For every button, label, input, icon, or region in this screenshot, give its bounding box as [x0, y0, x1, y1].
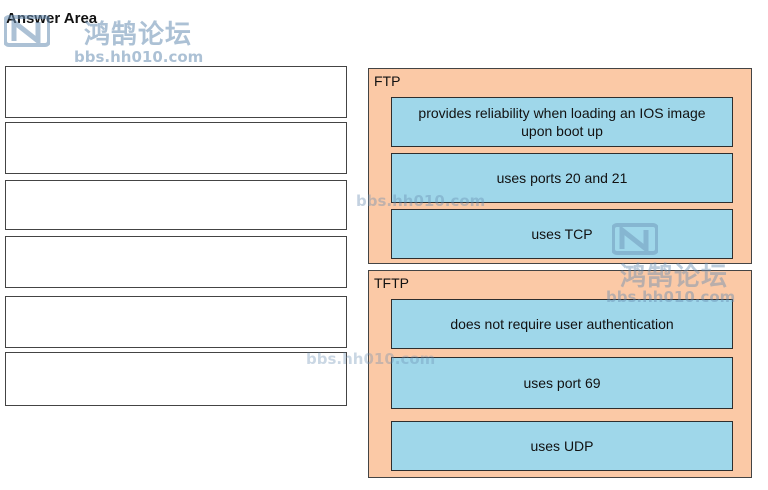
tftp-group: TFTP does not require user authenticatio… — [368, 270, 752, 478]
answer-slot-4[interactable] — [5, 236, 347, 288]
tftp-item-no-auth[interactable]: does not require user authentication — [391, 299, 733, 349]
answer-slot-3[interactable] — [5, 180, 347, 230]
ftp-item-tcp[interactable]: uses TCP — [391, 209, 733, 259]
answer-slot-1[interactable] — [5, 66, 347, 118]
tftp-item-port-69[interactable]: uses port 69 — [391, 357, 733, 409]
ftp-item-ports-20-21[interactable]: uses ports 20 and 21 — [391, 153, 733, 203]
answer-slot-6[interactable] — [5, 352, 347, 406]
watermark-brand: 鸿鹄论坛 — [84, 20, 193, 50]
answer-area-title: Answer Area — [6, 10, 98, 27]
ftp-group-label: FTP — [374, 73, 401, 89]
tftp-group-label: TFTP — [374, 275, 409, 291]
answer-slot-2[interactable] — [5, 122, 347, 174]
ftp-item-reliability[interactable]: provides reliability when loading an IOS… — [391, 97, 733, 147]
answer-slot-5[interactable] — [5, 296, 347, 348]
watermark-url: bbs.hh010.com — [74, 48, 204, 66]
tftp-item-udp[interactable]: uses UDP — [391, 421, 733, 471]
ftp-group: FTP provides reliability when loading an… — [368, 68, 752, 264]
